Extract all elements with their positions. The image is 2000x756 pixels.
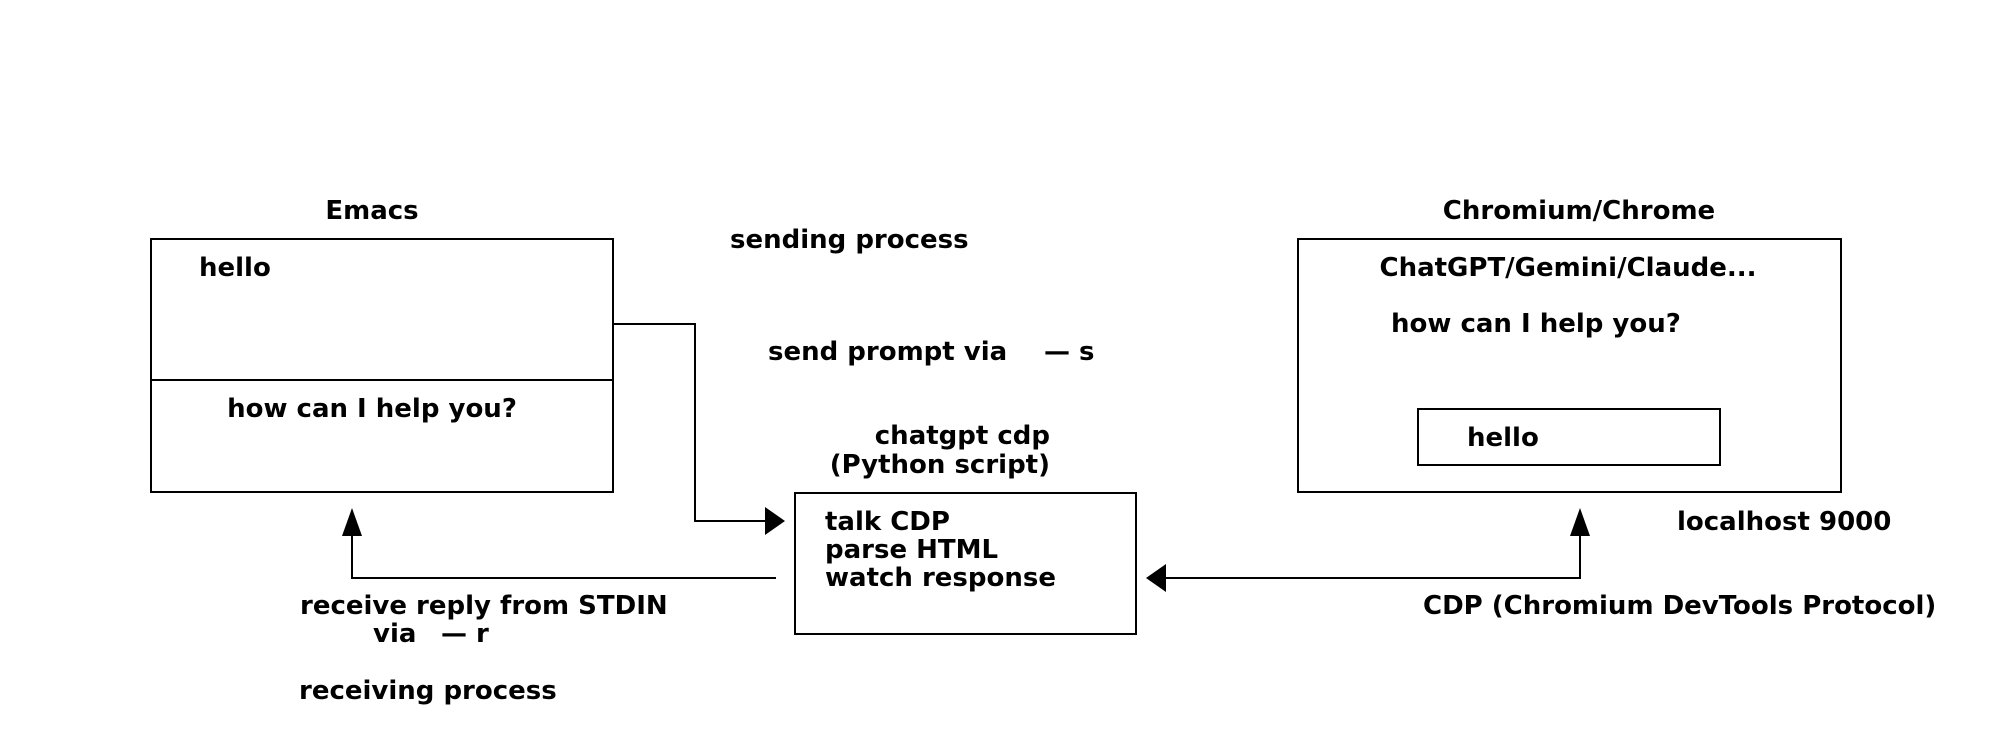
chromium-title: Chromium/Chrome bbox=[1443, 196, 1715, 226]
receive-flag: — r bbox=[441, 619, 489, 649]
script-name: chatgpt cdp bbox=[875, 421, 1050, 451]
receive-arrow-head bbox=[342, 508, 362, 536]
receive-connector-line bbox=[351, 532, 776, 579]
receive-via-label: via bbox=[373, 619, 416, 649]
chatbot-app-name: ChatGPT/Gemini/Claude... bbox=[1379, 253, 1756, 283]
script-line-parse-html: parse HTML bbox=[825, 535, 998, 565]
script-line-talk-cdp: talk CDP bbox=[825, 507, 950, 537]
chatbot-input-text: hello bbox=[1467, 423, 1539, 453]
cdp-arrow-head-up bbox=[1570, 508, 1590, 536]
sending-process-title: sending process bbox=[730, 225, 969, 255]
script-subtitle: (Python script) bbox=[830, 450, 1050, 480]
script-line-watch-response: watch response bbox=[825, 563, 1056, 593]
send-connector-line bbox=[613, 323, 766, 522]
script-box bbox=[794, 492, 1137, 635]
chatbot-reply-text: how can I help you? bbox=[1391, 309, 1681, 339]
emacs-title: Emacs bbox=[325, 196, 418, 226]
receive-reply-label: receive reply from STDIN bbox=[300, 591, 668, 621]
send-arrow-head bbox=[765, 507, 785, 535]
localhost-port-label: localhost 9000 bbox=[1677, 507, 1891, 537]
chatbot-input-box bbox=[1417, 408, 1721, 466]
receiving-process-title: receiving process bbox=[299, 676, 557, 706]
emacs-reply-text: how can I help you? bbox=[227, 394, 517, 424]
send-prompt-label: send prompt via bbox=[768, 337, 1007, 367]
emacs-window bbox=[150, 238, 614, 493]
cdp-connector-line bbox=[1162, 533, 1581, 579]
emacs-prompt-text: hello bbox=[199, 253, 271, 283]
cdp-arrow-head-left bbox=[1146, 564, 1166, 592]
cdp-protocol-label: CDP (Chromium DevTools Protocol) bbox=[1423, 591, 1936, 621]
send-flag: — s bbox=[1044, 337, 1095, 367]
